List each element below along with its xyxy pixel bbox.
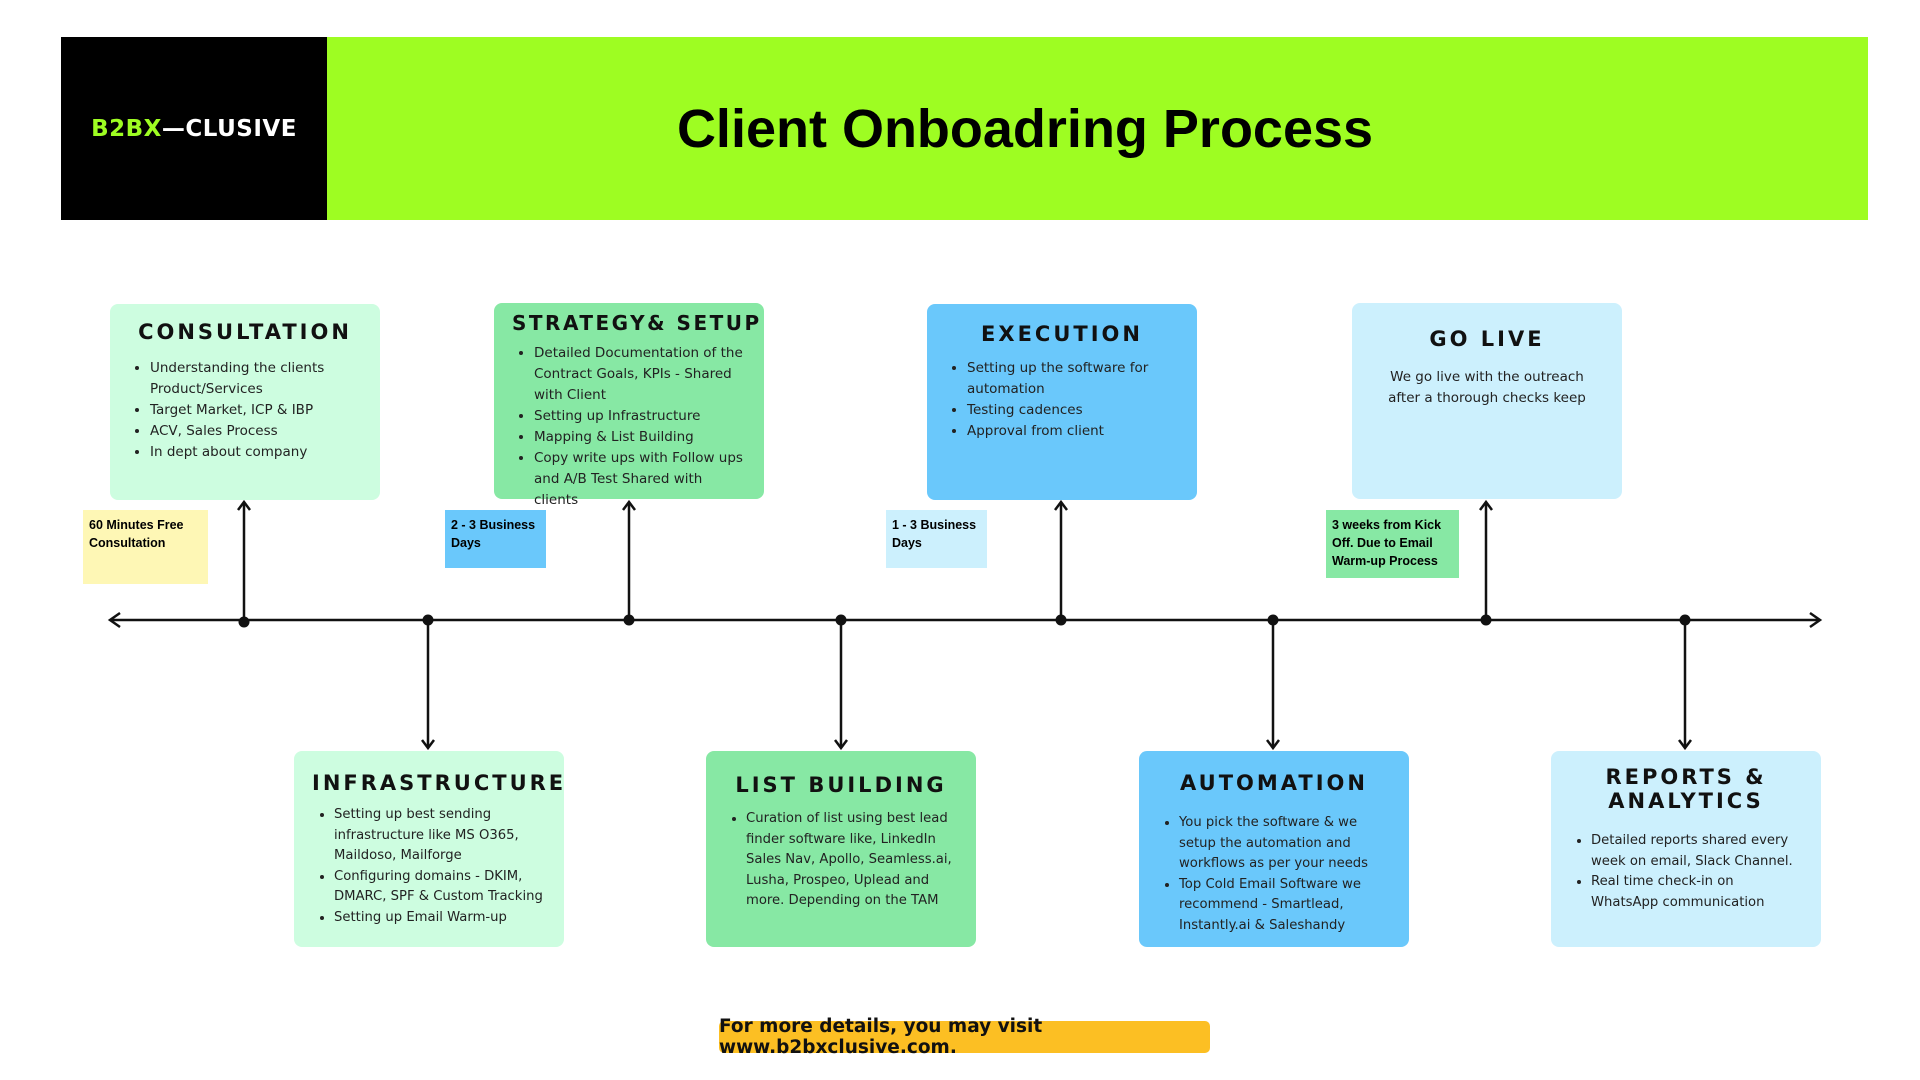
stage-reports: REPORTS & ANALYTICS Detailed reports sha…	[1551, 751, 1821, 947]
stage-list: Setting up the software for automation T…	[945, 358, 1179, 442]
footer-link-banner[interactable]: For more details, you may visit www.b2bx…	[719, 1016, 1210, 1058]
duration-note-consultation: 60 Minutes Free Consultation	[83, 510, 208, 584]
timeline-node	[1267, 614, 1279, 626]
stage-consultation: CONSULTATION Understanding the clients P…	[110, 304, 380, 500]
stage-title: REPORTS & ANALYTICS	[1605, 765, 1767, 813]
list-item: Setting up the software for automation	[967, 358, 1179, 400]
stage-list: Detailed Documentation of the Contract G…	[512, 343, 746, 511]
stage-title: EXECUTION	[981, 322, 1143, 346]
timeline-node	[422, 614, 434, 626]
stage-title: GO LIVE	[1429, 327, 1545, 351]
timeline-arrow-right-icon	[1809, 611, 1823, 629]
stage-title: LIST BUILDING	[735, 773, 947, 797]
list-item: Real time check-in on WhatsApp communica…	[1591, 872, 1803, 913]
stage-title: STRATEGY& SETUP	[512, 311, 762, 335]
duration-note-golive: 3 weeks from Kick Off. Due to Email Warm…	[1326, 510, 1459, 578]
timeline-node	[238, 616, 250, 628]
list-item: Testing cadences	[967, 400, 1179, 421]
logo: B2BX—CLUSIVE	[61, 37, 327, 220]
stage-title: CONSULTATION	[138, 320, 352, 344]
list-item: Top Cold Email Software we recommend - S…	[1179, 875, 1391, 937]
stage-title: INFRASTRUCTURE	[312, 771, 567, 795]
list-item: Configuring domains - DKIM, DMARC, SPF &…	[334, 867, 546, 908]
stage-list: Detailed reports shared every week on em…	[1569, 831, 1803, 913]
list-item: Detailed reports shared every week on em…	[1591, 831, 1803, 872]
stage-text: We go live with the outreach after a tho…	[1388, 369, 1586, 406]
list-item: In dept about company	[150, 442, 362, 463]
stage-listbuilding: LIST BUILDING Curation of list using bes…	[706, 751, 976, 947]
timeline-node	[1679, 614, 1691, 626]
stage-strategy: STRATEGY& SETUP Detailed Documentation o…	[494, 303, 764, 508]
stage-golive: GO LIVE We go live with the outreach aft…	[1352, 303, 1622, 499]
stage-execution: EXECUTION Setting up the software for au…	[927, 304, 1197, 500]
list-item: Setting up Email Warm-up	[334, 908, 546, 929]
logo-prefix: B2BX	[91, 115, 162, 142]
list-item: Copy write ups with Follow ups and A/B T…	[534, 448, 746, 511]
timeline-arrow-left-icon	[107, 611, 121, 629]
list-item: Detailed Documentation of the Contract G…	[534, 343, 746, 406]
header-banner	[61, 37, 1868, 220]
timeline-node	[1055, 614, 1067, 626]
list-item: ACV, Sales Process	[150, 421, 362, 442]
list-item: Setting up Infrastructure	[534, 406, 746, 427]
logo-suffix: —CLUSIVE	[161, 115, 297, 142]
duration-note-execution: 1 - 3 Business Days	[886, 510, 987, 568]
list-item: You pick the software & we setup the aut…	[1179, 813, 1391, 875]
list-item: Understanding the clients Product/Servic…	[150, 358, 362, 400]
duration-note-strategy: 2 - 3 Business Days	[445, 510, 546, 568]
timeline-node	[623, 614, 635, 626]
timeline-node	[1480, 614, 1492, 626]
list-item: Setting up best sending infrastructure l…	[334, 805, 546, 867]
list-item: Mapping & List Building	[534, 427, 746, 448]
stage-infrastructure: INFRASTRUCTURE Setting up best sending i…	[294, 751, 564, 947]
stage-list: Curation of list using best lead finder …	[724, 809, 958, 912]
stage-list: You pick the software & we setup the aut…	[1157, 813, 1391, 936]
stage-title: AUTOMATION	[1180, 771, 1368, 795]
page-title: Client Onboadring Process	[676, 98, 1374, 159]
stage-list: Understanding the clients Product/Servic…	[128, 358, 362, 463]
timeline-node	[835, 614, 847, 626]
stage-list: Setting up best sending infrastructure l…	[312, 805, 546, 928]
stage-automation: AUTOMATION You pick the software & we se…	[1139, 751, 1409, 947]
list-item: Approval from client	[967, 421, 1179, 442]
logo-text: B2BX—CLUSIVE	[91, 116, 297, 142]
list-item: Target Market, ICP & IBP	[150, 400, 362, 421]
list-item: Curation of list using best lead finder …	[746, 809, 958, 912]
